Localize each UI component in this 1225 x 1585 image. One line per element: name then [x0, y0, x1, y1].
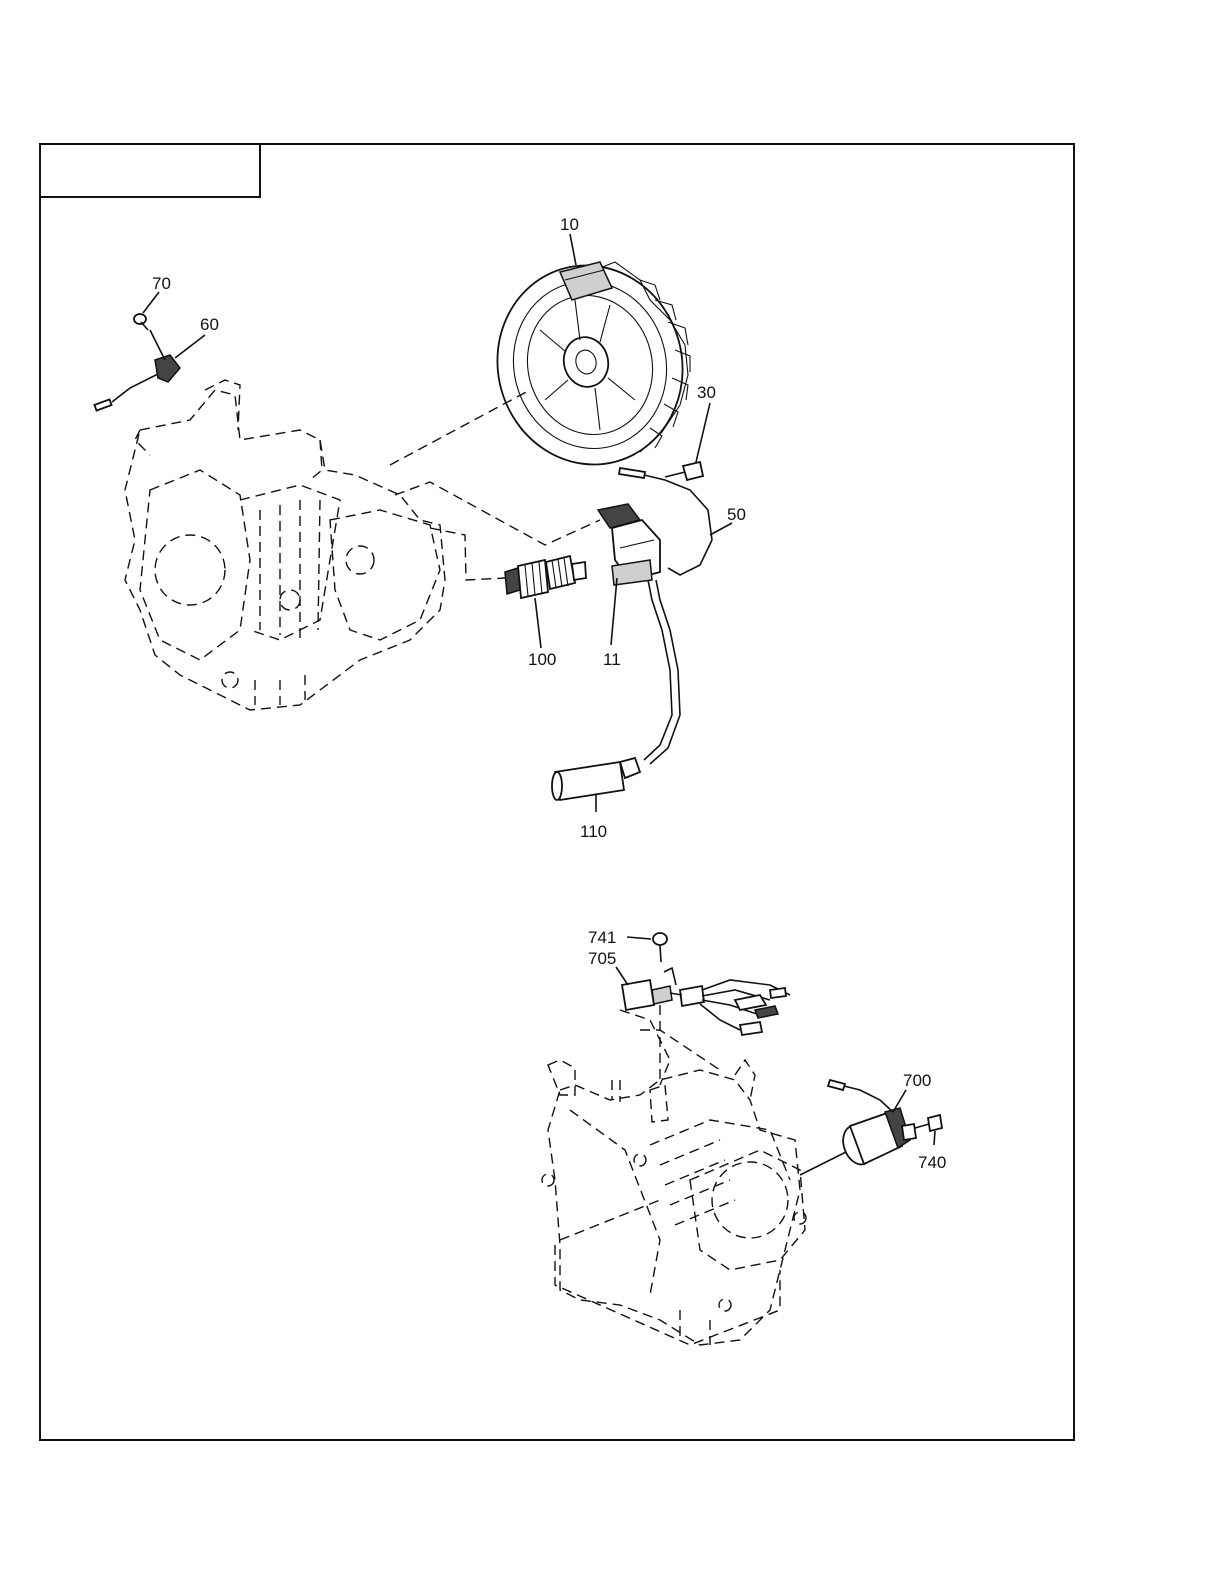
leader-740 — [934, 1131, 935, 1145]
alignment-line-flywheel — [390, 390, 530, 465]
leader-50 — [710, 523, 732, 535]
bolt-30 — [665, 462, 703, 480]
callout-100: 100 — [528, 650, 556, 669]
flywheel — [475, 245, 704, 486]
header-box — [40, 144, 260, 197]
leader-10 — [570, 234, 576, 265]
control-module-705 — [622, 968, 790, 1035]
alignment-line-coil — [395, 482, 600, 545]
callout-60: 60 — [200, 315, 219, 334]
callout-700: 700 — [903, 1071, 931, 1090]
leader-60 — [175, 335, 205, 358]
engine-block-upper — [125, 380, 445, 710]
callout-740: 740 — [918, 1153, 946, 1172]
callout-741: 741 — [588, 928, 616, 947]
callout-110: 110 — [580, 822, 607, 841]
callout-70: 70 — [152, 274, 171, 293]
callout-705: 705 — [588, 949, 616, 968]
leader-30 — [696, 403, 710, 462]
callout-30: 30 — [697, 383, 716, 402]
alignment-line-sensor — [800, 1150, 850, 1175]
bolt-70 — [134, 314, 148, 330]
callout-10: 10 — [560, 215, 579, 234]
leader-100 — [535, 598, 541, 648]
leader-11 — [611, 578, 617, 645]
leader-741 — [627, 937, 651, 939]
oil-sensor-700 — [828, 1080, 916, 1169]
leader-705 — [616, 967, 628, 985]
leader-70 — [143, 292, 159, 313]
sensor-60 — [94, 330, 180, 411]
spark-plug-100 — [505, 556, 586, 598]
callout-11: 11 — [603, 650, 621, 669]
bolt-740 — [915, 1115, 942, 1131]
ignition-coil-11 — [598, 504, 680, 764]
plug-cap-110 — [552, 758, 640, 800]
engine-block-lower — [542, 1010, 806, 1345]
alignment-line-spark-plug — [430, 528, 505, 580]
callout-50: 50 — [727, 505, 746, 524]
screw-741 — [653, 933, 667, 962]
